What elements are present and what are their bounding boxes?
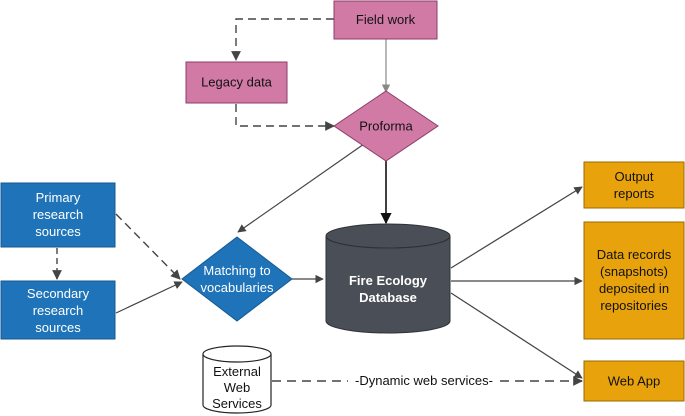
node-data-records[interactable]: Data records (snapshots) deposited in re… bbox=[583, 221, 685, 340]
node-records-label-line3: deposited in bbox=[599, 281, 669, 296]
node-external-label-line2: Web bbox=[224, 380, 251, 395]
node-field-work[interactable]: Field work bbox=[333, 0, 438, 40]
node-matching-to-vocabularies[interactable]: Matching to vocabularies bbox=[181, 236, 293, 322]
node-secondary-label-line1: Secondary bbox=[27, 286, 90, 301]
node-primary-label-line1: Primary bbox=[36, 190, 81, 205]
node-web-app[interactable]: Web App bbox=[583, 360, 685, 402]
node-legacy-data[interactable]: Legacy data bbox=[185, 61, 288, 104]
node-fire-ecology-database[interactable]: Fire Ecology Database bbox=[325, 223, 451, 334]
edge-secondary-matching bbox=[115, 281, 183, 314]
node-field-work-label: Field work bbox=[356, 12, 416, 27]
node-external-web-services[interactable]: External Web Services bbox=[202, 345, 272, 414]
edge-legacy-proforma bbox=[235, 104, 335, 131]
node-secondary-label-line2: research bbox=[33, 303, 84, 318]
node-records-label-line2: (snapshots) bbox=[600, 264, 668, 279]
node-output-label-line1: Output bbox=[614, 169, 653, 184]
node-external-label-line3: Services bbox=[212, 396, 262, 411]
node-records-label-line4: repositories bbox=[600, 298, 668, 313]
edge-database-reports bbox=[450, 186, 583, 269]
node-database-label-line1: Fire Ecology bbox=[349, 273, 428, 288]
node-matching-label-line1: Matching to bbox=[203, 263, 270, 278]
node-proforma[interactable]: Proforma bbox=[333, 90, 439, 162]
node-database-label-line2: Database bbox=[359, 290, 417, 305]
node-records-label-line1: Data records bbox=[597, 247, 672, 262]
node-external-label-line1: External bbox=[213, 364, 261, 379]
node-legacy-data-label: Legacy data bbox=[201, 75, 273, 90]
node-web-app-label: Web App bbox=[608, 374, 661, 389]
edge-label-dynamic-web-services: -Dynamic web services- bbox=[355, 373, 493, 388]
node-secondary-research-sources[interactable]: Secondary research sources bbox=[0, 280, 116, 340]
edge-proforma-matching bbox=[237, 143, 365, 233]
edge-fieldwork-legacy bbox=[231, 18, 334, 61]
edge-database-webapp bbox=[450, 292, 583, 379]
node-primary-label-line2: research bbox=[33, 207, 84, 222]
edge-primary-matching bbox=[115, 213, 181, 280]
node-matching-label-line2: vocabularies bbox=[201, 280, 274, 295]
node-proforma-label: Proforma bbox=[359, 119, 413, 134]
node-secondary-label-line3: sources bbox=[35, 320, 81, 335]
node-output-reports[interactable]: Output reports bbox=[583, 161, 685, 209]
node-output-label-line2: reports bbox=[614, 186, 655, 201]
node-primary-label-line3: sources bbox=[35, 224, 81, 239]
node-primary-research-sources[interactable]: Primary research sources bbox=[0, 182, 116, 248]
